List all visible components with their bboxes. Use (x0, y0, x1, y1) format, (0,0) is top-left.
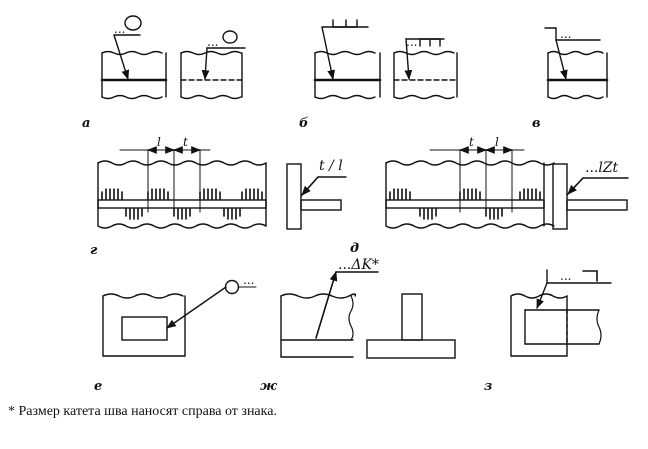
g-dim-t: t (183, 135, 188, 149)
weld-symbol-teeth-below (419, 38, 441, 47)
d-weld-symbol: ...lZt (585, 160, 619, 176)
caption-b: б (299, 116, 309, 131)
caption-g: г (90, 243, 98, 258)
d-dim-t: t (469, 135, 474, 149)
weld-symbol-circle-below (222, 30, 238, 44)
svg-text:...: ... (406, 35, 417, 49)
panel-e: ... (102, 273, 257, 357)
panel-zh: ...ΔK* (280, 257, 456, 359)
weld-symbol-circle (124, 15, 142, 31)
e-dots: ... (243, 273, 254, 287)
weld-symbol-bracket (582, 270, 598, 282)
panel-v: ... (544, 27, 609, 100)
caption-v: в (532, 116, 541, 131)
panel-b-left (313, 19, 382, 100)
caption-e: е (94, 379, 102, 394)
d-dim-l: l (495, 135, 499, 149)
panel-a-right: ... (180, 30, 246, 100)
svg-text:...: ... (114, 22, 125, 36)
footnote: * Размер катета шва наносят справа от зн… (8, 404, 277, 419)
panel-a-left: ... (100, 15, 168, 100)
panel-d: t l ...lZt (385, 135, 629, 230)
panel-b-right: ... (393, 35, 458, 100)
g-dim-l: l (157, 135, 161, 149)
svg-text:...: ... (207, 35, 218, 49)
caption-a: а (82, 116, 90, 131)
panel-z: ... (510, 269, 612, 357)
panel-g: l t t / l (97, 135, 347, 230)
caption-d: д (350, 241, 359, 256)
g-weld-symbol: t / l (319, 158, 343, 174)
caption-zh: ж (260, 379, 278, 394)
weld-all-around-circle (224, 279, 240, 295)
svg-text:...: ... (560, 27, 571, 41)
zh-weld-symbol: ...ΔK* (338, 257, 379, 273)
caption-z: з (484, 379, 492, 394)
z-dots: ... (560, 269, 571, 283)
weld-symbol-teeth (332, 19, 358, 28)
